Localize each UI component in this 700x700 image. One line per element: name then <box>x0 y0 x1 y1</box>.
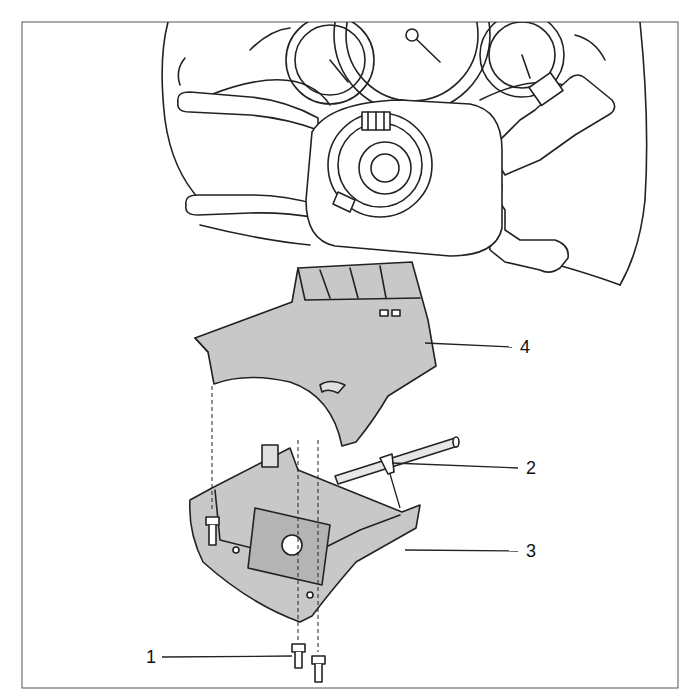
frame <box>22 22 678 688</box>
column-switch-stalks <box>178 73 615 273</box>
dashboard <box>162 22 647 285</box>
leader-lines <box>162 343 518 657</box>
column-housing <box>306 100 502 256</box>
callout-number: 4 <box>518 337 532 357</box>
callout-number: 1 <box>144 647 158 667</box>
instrument-cluster <box>250 22 605 113</box>
callout-number: 3 <box>524 541 538 561</box>
upper-trim-cover <box>195 262 436 446</box>
lower-trim-cover <box>190 445 420 622</box>
callout-number: 2 <box>524 458 538 478</box>
screws <box>206 517 325 682</box>
hose-with-clip <box>335 437 459 484</box>
assembly-lines <box>212 386 318 652</box>
